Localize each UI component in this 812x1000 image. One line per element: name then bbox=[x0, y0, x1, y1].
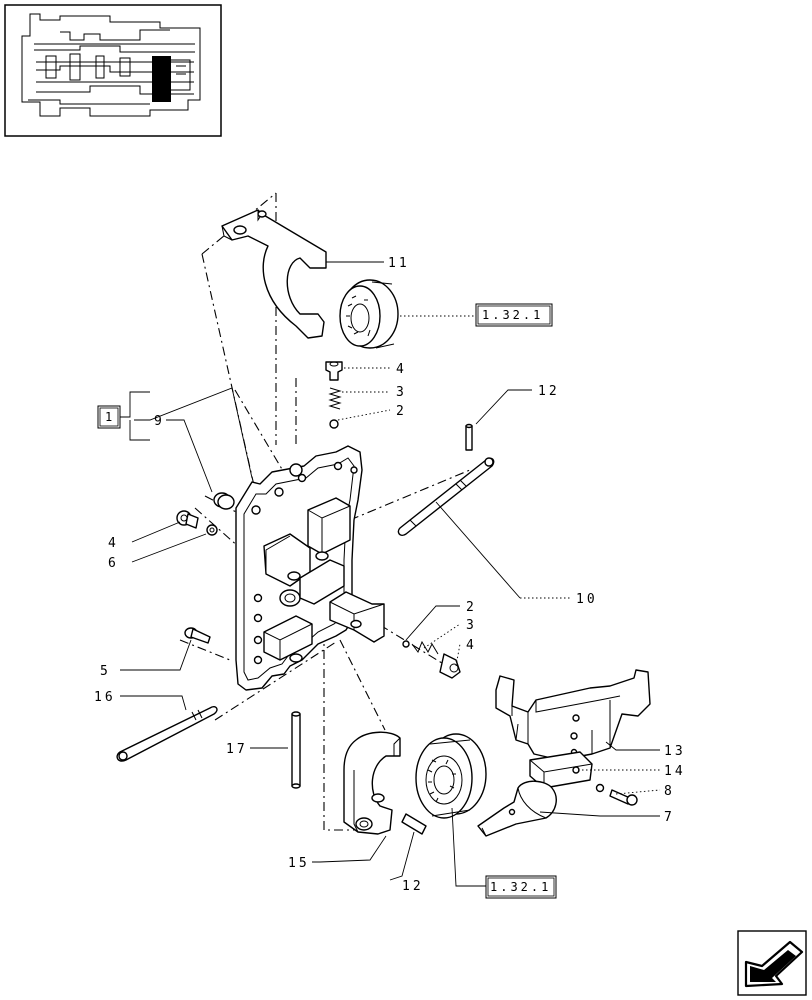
callout-4-upper: 4 bbox=[396, 362, 407, 377]
callout-2-side: 2 bbox=[466, 600, 477, 615]
callout-7: 7 bbox=[664, 810, 675, 825]
callout-15: 15 bbox=[288, 856, 310, 871]
svg-text:1.32.1: 1.32.1 bbox=[490, 880, 551, 894]
roll-pin-12-lower bbox=[401, 813, 427, 835]
roll-pin-12-upper bbox=[465, 423, 473, 451]
bracket-13 bbox=[495, 669, 651, 761]
washer-14 bbox=[595, 783, 605, 793]
ref-box-lower-gear[interactable]: 1.32.1 bbox=[485, 875, 557, 899]
group-ref-box[interactable]: 1 bbox=[97, 405, 121, 429]
callout-16: 16 bbox=[94, 690, 116, 705]
upper-shift-fork bbox=[221, 209, 327, 339]
callout-14: 14 bbox=[664, 764, 686, 779]
bushing-9 bbox=[213, 492, 235, 510]
side-detent bbox=[402, 640, 461, 679]
callout-13: 13 bbox=[664, 744, 686, 759]
next-page-arrow-icon bbox=[744, 940, 804, 988]
upper-detent-spring bbox=[328, 387, 342, 410]
callout-4-left: 4 bbox=[108, 536, 119, 551]
selector-housing bbox=[235, 445, 385, 691]
callout-labels: 11 4 3 2 12 9 4 6 10 2 3 4 5 16 17 13 14… bbox=[94, 256, 686, 894]
next-page-button[interactable] bbox=[737, 930, 807, 996]
callout-12-upper: 12 bbox=[538, 384, 560, 399]
callout-2-upper: 2 bbox=[396, 404, 407, 419]
clamp-7 bbox=[477, 780, 557, 837]
selector-rail-10 bbox=[397, 457, 495, 537]
callout-3-side: 3 bbox=[466, 618, 477, 633]
svg-text:1.32.1: 1.32.1 bbox=[482, 308, 543, 322]
lower-shift-fork bbox=[343, 731, 401, 835]
callout-6: 6 bbox=[108, 556, 119, 571]
location-thumbnail[interactable] bbox=[4, 4, 222, 137]
callout-12-lower: 12 bbox=[402, 879, 424, 894]
bolt-5 bbox=[184, 627, 211, 644]
upper-detent-plug bbox=[325, 361, 343, 381]
upper-gear bbox=[339, 279, 399, 349]
pin-17 bbox=[291, 711, 301, 789]
callout-4-side: 4 bbox=[466, 638, 477, 653]
callout-3-upper: 3 bbox=[396, 385, 407, 400]
callout-11: 11 bbox=[388, 256, 410, 271]
callout-9: 9 bbox=[154, 414, 165, 429]
lower-gear bbox=[415, 733, 487, 819]
ref-box-upper-gear[interactable]: 1.32.1 bbox=[475, 303, 553, 327]
callout-10: 10 bbox=[576, 592, 598, 607]
leader-lines bbox=[120, 261, 661, 887]
callout-5: 5 bbox=[100, 664, 111, 679]
callout-8: 8 bbox=[664, 784, 675, 799]
upper-detent-ball bbox=[329, 419, 339, 429]
highlight-marker bbox=[152, 56, 171, 102]
screw-cap-4 bbox=[176, 510, 199, 529]
group-bracket bbox=[120, 391, 150, 418]
selector-rail-16 bbox=[116, 705, 218, 762]
washer-6 bbox=[206, 524, 218, 536]
svg-text:1: 1 bbox=[105, 410, 115, 424]
screw-8 bbox=[609, 789, 638, 806]
callout-17: 17 bbox=[226, 742, 248, 757]
